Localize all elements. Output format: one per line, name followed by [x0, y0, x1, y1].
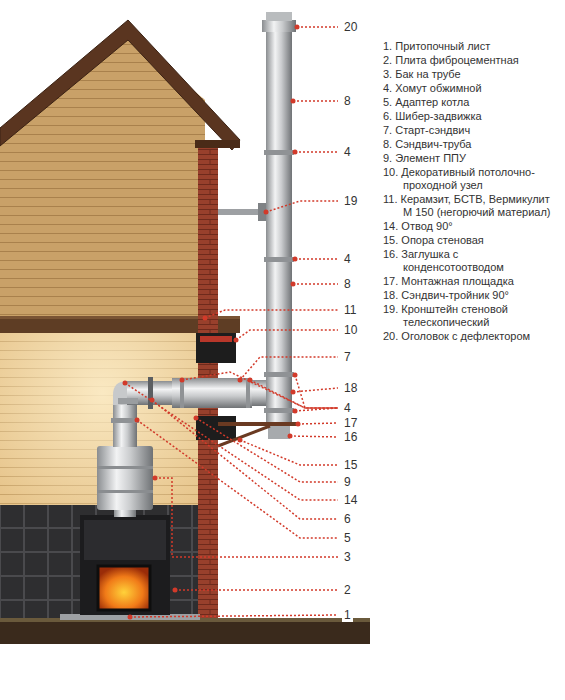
- leader-line: [295, 375, 338, 408]
- part-name: 14. Отвод 90°: [383, 220, 561, 233]
- callout-number: 19: [342, 194, 359, 208]
- part-name: 6. Шибер-задвижка: [383, 110, 561, 123]
- part-name: 8. Сэндвич-труба: [383, 138, 561, 151]
- callout-number: 5: [342, 531, 353, 545]
- part-name: 16. Заглушка с конденсотоотводом: [383, 248, 561, 274]
- part-name: 11. Керамзит, БСТВ, Вермикулит М 150 (не…: [383, 193, 561, 219]
- part-name: 1. Притопочный лист: [383, 40, 561, 53]
- leader-dot: [150, 398, 155, 403]
- callout-number: 16: [342, 430, 359, 444]
- part-name: 3. Бак на трубе: [383, 68, 561, 81]
- leader-line: [295, 258, 338, 260]
- callout-number: 17: [342, 416, 359, 430]
- leader-dot: [293, 150, 298, 155]
- callout-number: 20: [342, 20, 359, 34]
- callout-number: 11: [342, 303, 358, 317]
- leader-line: [125, 383, 338, 500]
- leader-line: [250, 380, 338, 408]
- callout-number: 4: [342, 145, 353, 159]
- leader-line: [130, 615, 338, 617]
- leader-line: [175, 589, 338, 591]
- leader-dot: [180, 378, 185, 383]
- leader-dot: [288, 434, 293, 439]
- leader-line: [205, 310, 338, 318]
- leader-line: [293, 100, 338, 102]
- leader-line: [240, 357, 338, 380]
- leader-dot: [153, 476, 158, 481]
- leader-dot: [293, 257, 298, 262]
- callout-number: 4: [342, 252, 353, 266]
- leader-dot: [295, 25, 300, 30]
- leader-line: [295, 408, 338, 411]
- part-name: 17. Монтажная площадка: [383, 275, 561, 288]
- callout-number: 8: [342, 94, 353, 108]
- leader-dot: [234, 338, 239, 343]
- callout-number: 2: [342, 583, 353, 597]
- leader-line: [240, 440, 338, 465]
- part-name: 18. Сэндвич-тройник 90°: [383, 289, 561, 302]
- part-name: 4. Хомут обжимной: [383, 82, 561, 95]
- callout-number: 14: [342, 493, 359, 507]
- callout-number: 8: [342, 277, 353, 291]
- part-name: 2. Плита фиброцементная: [383, 54, 561, 67]
- leader-dot: [293, 373, 298, 378]
- leader-line: [182, 372, 338, 408]
- callout-number: 15: [342, 458, 359, 472]
- leader-line: [290, 436, 338, 437]
- part-name: 5. Адаптер котла: [383, 96, 561, 109]
- part-name: 10. Декоративный потолочно-проходной узе…: [383, 166, 561, 192]
- leader-dot: [194, 416, 199, 421]
- callout-number: 3: [342, 550, 353, 564]
- leader-dot: [264, 210, 269, 215]
- part-name: 9. Элемент ППУ: [383, 152, 561, 165]
- leader-dot: [291, 390, 296, 395]
- part-name: 15. Опора стеновая: [383, 234, 561, 247]
- leader-dot: [238, 438, 243, 443]
- leader-dot: [291, 282, 296, 287]
- leader-line: [155, 478, 338, 557]
- part-name: 19. Кронштейн стеновой телескопический: [383, 303, 561, 329]
- callout-number: 7: [342, 350, 353, 364]
- leader-line: [137, 420, 338, 538]
- leader-line: [152, 400, 338, 519]
- leader-line: [297, 26, 338, 28]
- leader-dot: [291, 99, 296, 104]
- leader-line: [196, 418, 338, 482]
- leader-dot: [173, 588, 178, 593]
- leader-dot: [296, 422, 301, 427]
- callout-number: 6: [342, 512, 353, 526]
- callout-number: 10: [342, 323, 359, 337]
- parts-list: 1. Притопочный лист2. Плита фиброцементн…: [383, 40, 561, 344]
- leader-line: [293, 283, 338, 285]
- leader-line: [295, 151, 338, 153]
- callout-number: 9: [342, 475, 353, 489]
- callout-number: 4: [342, 401, 353, 415]
- leader-dot: [248, 378, 253, 383]
- leader-dot: [135, 418, 140, 423]
- part-name: 7. Старт-сэндвич: [383, 124, 561, 137]
- part-name: 20. Оголовок с дефлектором: [383, 330, 561, 343]
- leader-dot: [203, 316, 208, 321]
- leader-line: [298, 423, 338, 424]
- leader-line: [236, 330, 338, 340]
- callout-number: 18: [342, 381, 359, 395]
- leader-line: [266, 201, 338, 212]
- leader-dot: [293, 409, 298, 414]
- callout-number: 1: [342, 608, 353, 622]
- leader-dot: [123, 381, 128, 386]
- leader-dot: [128, 615, 133, 620]
